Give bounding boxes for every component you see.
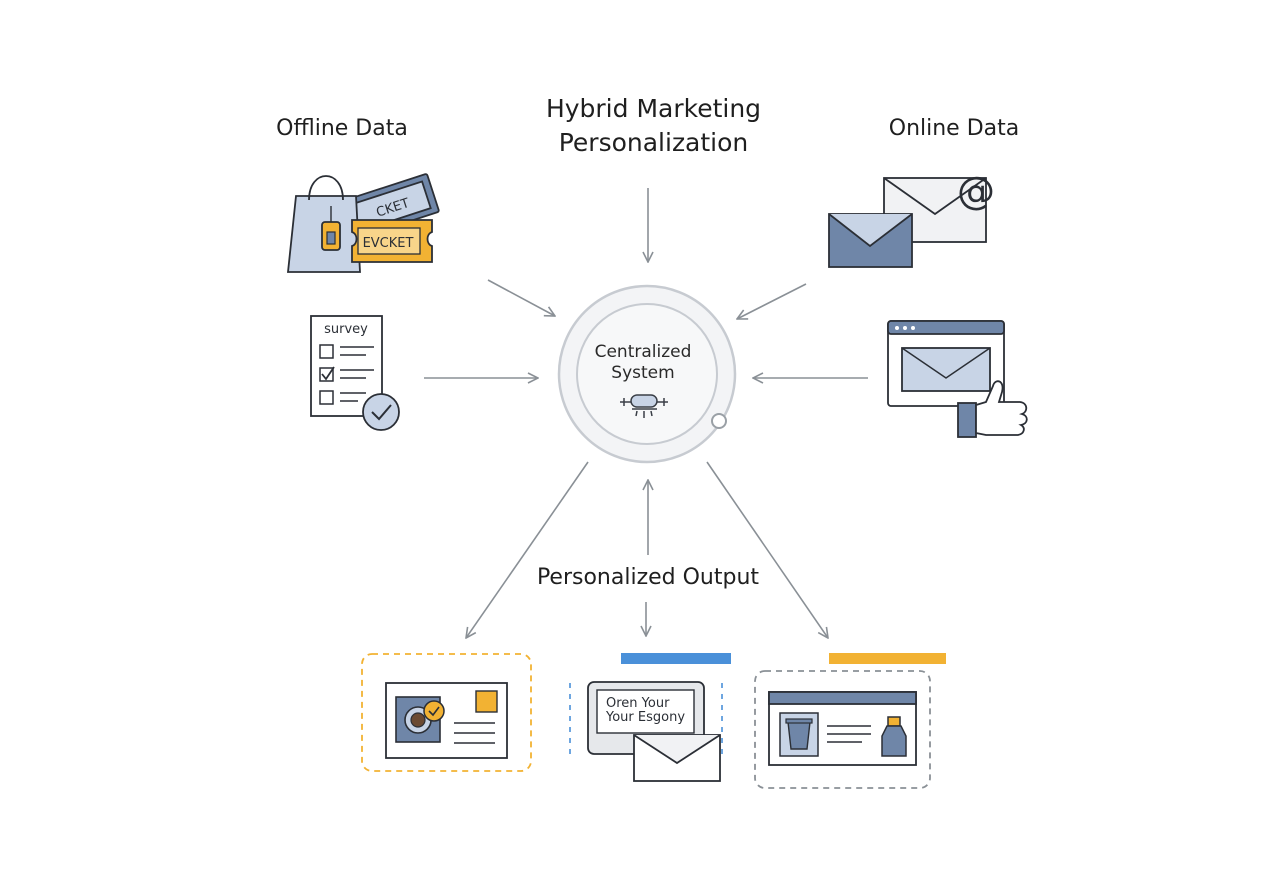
personalized-output-label: Personalized Output <box>536 565 760 590</box>
survey-label: survey <box>324 322 368 337</box>
email-card-line-2: Your Esgony <box>605 710 685 725</box>
arrow-online-email-to-hub <box>737 283 807 319</box>
output-card-left <box>361 653 532 772</box>
web-browser-icon <box>887 320 1005 407</box>
diagram-title: Hybrid Marketing Personalization <box>0 92 1280 160</box>
centralized-system-hub: Centralized System <box>557 284 737 464</box>
accent-bar-gold <box>829 653 946 664</box>
title-line-1: Hybrid Marketing <box>545 94 762 123</box>
output-card-middle: Oren Your Your Esgony <box>569 653 731 782</box>
arrow-hub-to-left-output <box>466 461 589 638</box>
browser-mail-icon <box>901 347 991 392</box>
accent-square-icon <box>475 690 498 713</box>
ticket-front-icon: EVCKET <box>351 219 433 263</box>
survey-form-icon: survey <box>310 315 400 431</box>
bottle-icon <box>881 716 907 757</box>
email-icon: @ <box>828 169 995 268</box>
envelope-output-icon <box>633 734 721 782</box>
arrow-offline-top-to-hub <box>487 279 555 316</box>
at-sign-icon: @ <box>957 169 995 213</box>
offline-data-label: Offline Data <box>276 116 408 141</box>
hub-label-line-2: System <box>611 363 674 383</box>
flow-arrows <box>424 188 868 638</box>
accent-bar-blue <box>621 653 731 664</box>
thumbs-up-icon <box>957 380 1028 438</box>
online-data-label: Online Data <box>888 116 1020 141</box>
survey-check-badge-icon <box>362 393 400 431</box>
device-icon <box>620 394 668 418</box>
arrow-hub-to-right-output <box>706 461 828 638</box>
email-card-line-1: Oren Your <box>606 696 670 711</box>
hub-ring-node <box>711 413 727 429</box>
ticket-front-label: EVCKET <box>363 236 414 251</box>
output-card-right <box>754 653 946 789</box>
hub-label-line-1: Centralized <box>595 342 692 362</box>
badge-check-icon <box>423 700 445 722</box>
shopping-bag-icon: CKET EVCKET <box>287 173 440 273</box>
title-line-2: Personalization <box>558 128 749 157</box>
